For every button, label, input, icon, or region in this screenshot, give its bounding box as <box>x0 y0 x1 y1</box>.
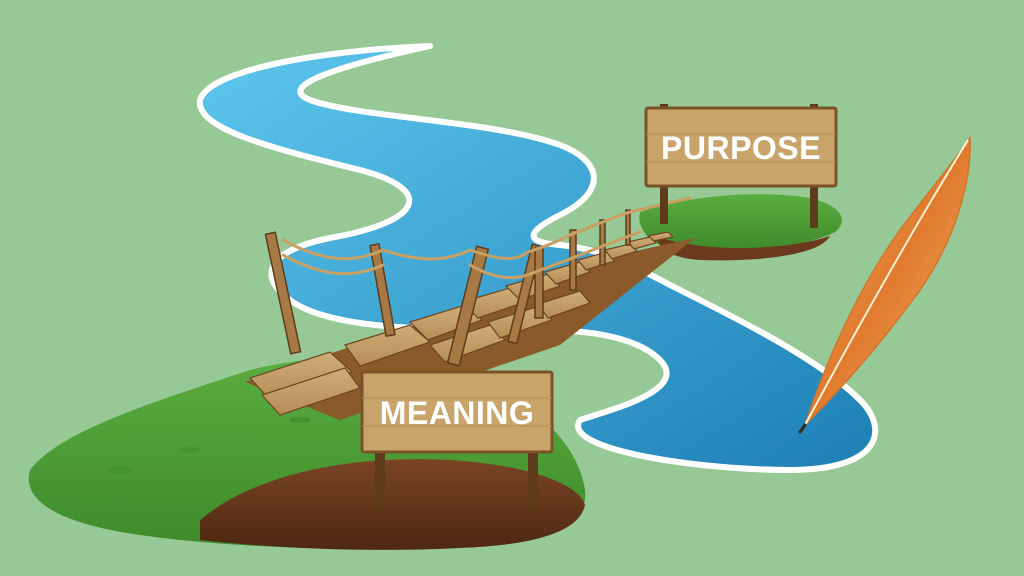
purpose-sign: PURPOSE <box>644 104 838 228</box>
quill-feather-icon <box>798 135 971 434</box>
bridge-deck <box>245 231 695 420</box>
rope-bridge <box>245 196 695 420</box>
far-bank <box>639 194 842 261</box>
meaning-sign-text: MEANING <box>380 395 535 431</box>
purpose-sign-text: PURPOSE <box>661 130 821 166</box>
meaning-sign: MEANING <box>360 370 554 510</box>
bridge-ropes <box>281 196 692 280</box>
